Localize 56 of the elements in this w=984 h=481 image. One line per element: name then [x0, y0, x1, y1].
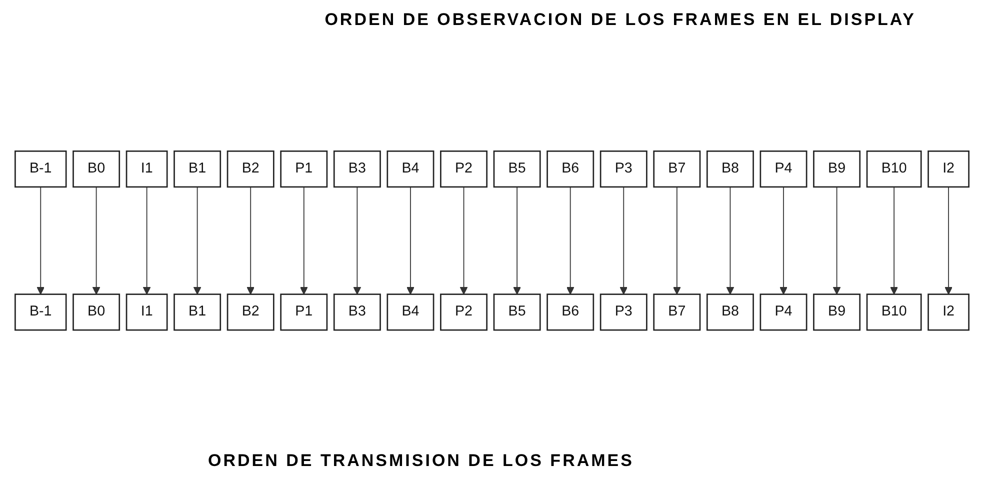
- node-box: P2: [440, 294, 488, 331]
- node-box: P3: [600, 150, 648, 188]
- arrow: [193, 186, 202, 295]
- node-box: B5: [493, 294, 541, 331]
- node-box: B2: [226, 150, 274, 188]
- node-box: B3: [333, 294, 381, 331]
- arrow: [513, 186, 521, 295]
- arrow: [406, 186, 414, 295]
- node-box: B2: [226, 294, 274, 331]
- arrow: [890, 186, 898, 295]
- node-box: B9: [813, 294, 861, 331]
- row-heading: ORDEN DE TRANSMISION DE LOS FRAMES: [208, 451, 634, 471]
- node-box: P2: [440, 150, 488, 188]
- node-box: I1: [126, 294, 168, 331]
- arrow: [353, 186, 362, 295]
- node-box: B0: [72, 150, 120, 188]
- node-box: P1: [280, 150, 328, 188]
- node-box: B3: [333, 150, 381, 188]
- arrow: [300, 186, 308, 295]
- node-box: I2: [928, 150, 970, 188]
- arrow: [620, 186, 628, 295]
- node-box: B1: [174, 150, 222, 188]
- arrow: [246, 186, 255, 295]
- node-box: B8: [706, 294, 754, 331]
- node-box: I2: [928, 294, 970, 331]
- arrow: [780, 186, 788, 295]
- node-box: B5: [493, 150, 541, 188]
- arrow: [944, 186, 952, 295]
- node-box: B6: [546, 294, 594, 331]
- node-box: P4: [760, 150, 808, 188]
- arrow: [566, 186, 574, 295]
- arrow: [36, 186, 45, 295]
- arrow: [672, 186, 681, 295]
- node-box: B9: [813, 150, 861, 188]
- node-box: B7: [653, 294, 701, 331]
- node-box: P4: [760, 294, 808, 331]
- node-box: B-1: [14, 150, 67, 188]
- node-box: B0: [72, 294, 120, 331]
- node-box: B10: [866, 294, 922, 331]
- arrow: [92, 186, 100, 295]
- node-box: B1: [174, 294, 222, 331]
- arrow: [460, 186, 468, 295]
- node-box: P3: [600, 294, 648, 331]
- arrow: [832, 186, 841, 295]
- node-box: P1: [280, 294, 328, 331]
- node-box: I1: [126, 150, 168, 188]
- node-box: B4: [386, 294, 434, 331]
- row-heading: ORDEN DE OBSERVACION DE LOS FRAMES EN EL DISPLAY: [324, 10, 916, 30]
- arrow: [142, 186, 151, 295]
- node-box: B7: [653, 150, 701, 188]
- node-box: B4: [386, 150, 434, 188]
- node-box: B8: [706, 150, 754, 188]
- arrow: [726, 186, 734, 295]
- node-box: B-1: [14, 294, 67, 331]
- node-box: B6: [546, 150, 594, 188]
- node-box: B10: [866, 150, 922, 188]
